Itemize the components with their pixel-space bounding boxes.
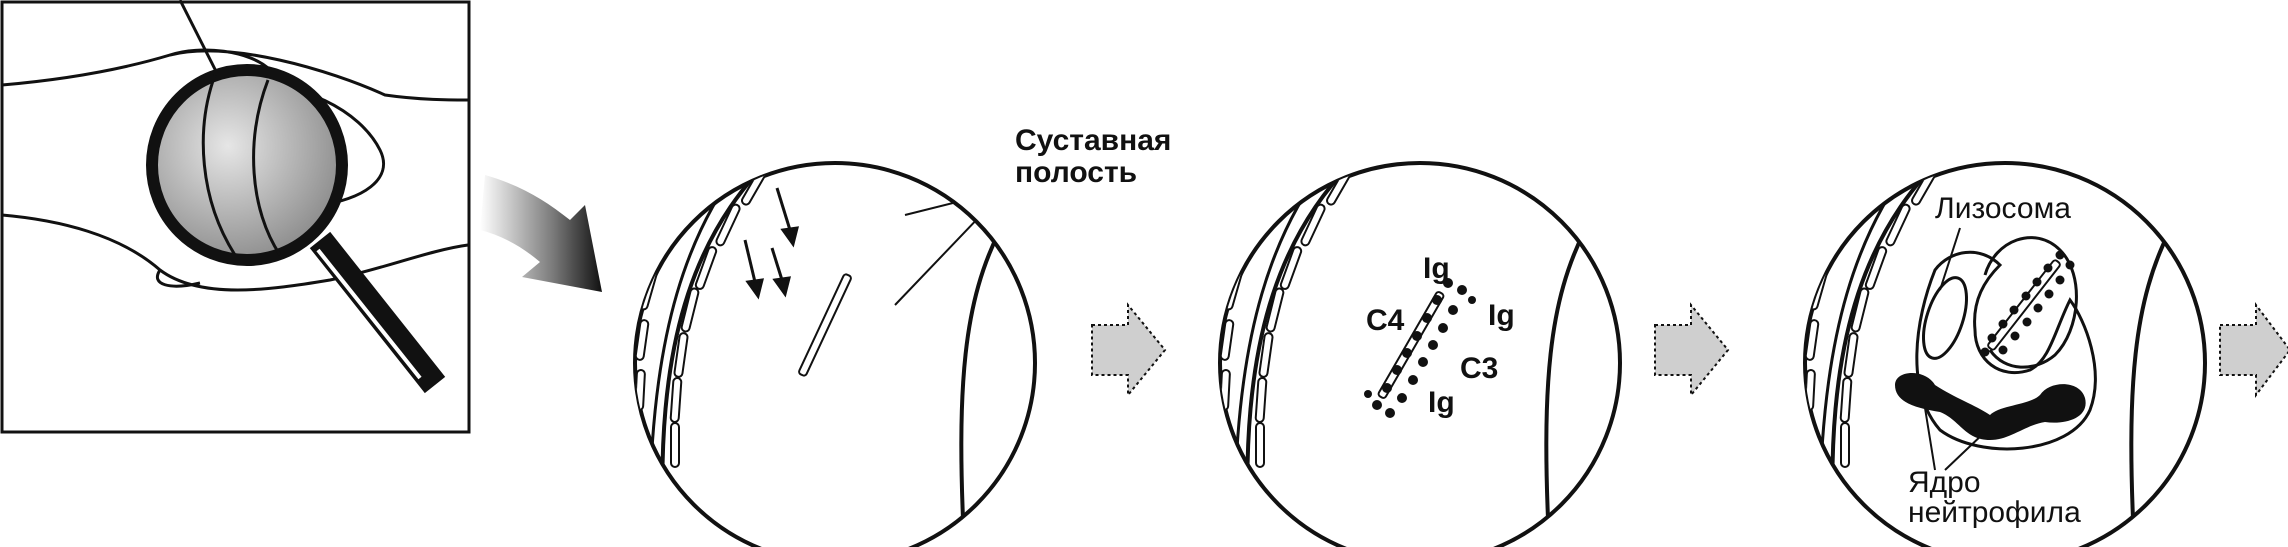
- c4-label: C4: [1366, 304, 1405, 337]
- phagosome-membrane: [1983, 236, 2078, 369]
- magnifier-lens: [146, 64, 348, 266]
- ig-label-bottom: Ig: [1428, 386, 1455, 419]
- lysosome-label: Лизосома: [1935, 192, 2071, 225]
- lysosome: [1922, 276, 1968, 360]
- cartilage-edge-3: [2129, 229, 2172, 547]
- panel-phagocytosis: Лизосома Ядро нейтрофила: [1803, 161, 2207, 547]
- magnifier-handle: [309, 231, 446, 394]
- nucleus-leader-1: [1924, 407, 1936, 471]
- neutrophil-nucleus: [1895, 372, 2086, 440]
- step-arrow-3: [2219, 302, 2288, 398]
- lysosome-leader: [1939, 227, 1961, 291]
- panel-joint-cavity: Суставная полость: [633, 124, 1171, 547]
- hand-outline: [1, 48, 469, 292]
- magnifier-handle-highlight: [316, 248, 422, 380]
- view-circle-3: [1803, 161, 2207, 547]
- nucleus-leader-2: [1944, 431, 1986, 471]
- nucleus-label-line1: Ядро: [1908, 466, 1981, 499]
- step-arrow-1: [1091, 302, 1167, 398]
- urate-crystal: [798, 273, 852, 377]
- phagocytosed-crystal: [1987, 259, 2061, 351]
- hand-magnifier-panel: [0, 0, 471, 434]
- zoom-arrow: [480, 175, 602, 292]
- lens-finger-curve: [201, 74, 237, 256]
- migration-arrows: [743, 187, 799, 300]
- ig-label-right: Ig: [1488, 299, 1515, 332]
- step-arrow-2: [1654, 302, 1730, 398]
- lens-finger-curve-2: [252, 79, 282, 256]
- ig-label-top: Ig: [1423, 252, 1450, 285]
- view-circle-2: [1218, 161, 1622, 547]
- complement-dots: [1364, 278, 1476, 418]
- cartilage-edge-1: [959, 229, 1002, 547]
- joint-cavity-label-line1: Суставная: [1015, 124, 1171, 157]
- phagosome-dots: [1980, 250, 2075, 357]
- cartilage-edge-2: [1544, 229, 1587, 547]
- panel-opsonization: Ig C4 Ig C3 Ig: [1218, 161, 1622, 547]
- nucleus-label-line2: нейтрофила: [1908, 496, 2081, 529]
- c3-label: C3: [1460, 352, 1498, 385]
- joint-cavity-label-line2: полость: [1015, 156, 1137, 189]
- view-circle-1: [633, 161, 1037, 547]
